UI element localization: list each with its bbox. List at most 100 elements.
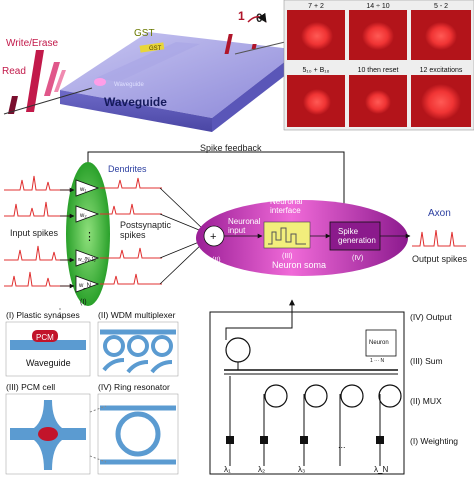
pcm-cell-spot [38,427,58,441]
row-label-output: (IV) Output [410,312,452,322]
gst-label: GST [134,28,155,39]
postsynaptic-spike-trains [100,177,205,285]
weight-label: w_{N-1} [78,257,96,263]
weight-1 [75,179,100,197]
neuron-schematic: Spike feedback Dendrites w₁ w₂ w_{N-1} w… [4,143,468,306]
output-arrow [247,12,267,23]
ring-resonator-label: (IV) Ring resonator [98,382,170,392]
weight-label: w₂ [79,213,87,219]
chip-front-face [60,90,212,132]
lambda-label: λ₂ [258,465,265,474]
row-label-weighting: (I) Weighting [410,436,458,446]
input-spikes-1 [4,175,72,191]
output-pulses [224,34,286,55]
lambda-label: λ₁ [224,465,231,474]
coupling-glow [94,78,106,86]
gst-patch [139,42,165,53]
pcm-cell-label: (III) PCM cell [6,382,55,392]
weight-label: w₁ [79,187,86,193]
read-label: Read [2,66,26,77]
weight-cell-2 [260,436,268,444]
weight-cell-3 [300,436,308,444]
waveguide-small-label: Waveguide [114,82,144,88]
input-spikes-4 [4,271,72,287]
circuit-diagram: (IV) Output Neuron 1 ··· N (III) Sum (II… [209,299,458,475]
mux-ring-3 [340,384,364,408]
chip-illustration: GST GST Waveguide Waveguide 1 0 Write/Er… [2,9,300,132]
weight-n-1 [75,249,100,267]
micrograph-grid: 7 + 2 14 ÷ 10 5 - 2 5₁₀ + B₁₆ 10 then re… [283,0,474,131]
neuron-box-label: Neuron [369,340,389,346]
micrograph-1: 7 + 2 [287,3,345,60]
spike-feedback-label: Spike feedback [200,143,262,153]
neuron-soma-label: Neuron soma [272,260,326,270]
input-spikes-label: Input spikes [10,228,59,238]
write-erase-pulses [3,50,93,115]
wdm-label: (II) WDM multiplexer [98,310,176,320]
weight-2 [75,205,100,223]
pcm-cell [32,330,58,342]
chip-top-face [60,32,300,118]
micrograph-2: 14 ÷ 10 [349,3,407,60]
output-one-label: 1 [238,9,245,23]
stage-label-i: (I) [80,299,87,306]
interface-waveform [268,227,306,245]
weight-cell-n [376,436,384,444]
device-panels: (I) Plastic synapses PCM Waveguide (II) … [5,308,179,475]
weight-cell-1 [226,436,234,444]
summing-plus: + [210,231,216,243]
weight-amplifiers: w₁ w₂ w_{N-1} w_N ⋮ (I) [75,179,100,306]
dendrite-ellipse [66,162,110,306]
neuron-box [365,329,397,357]
lambda-label: λ_N [374,465,388,474]
weight-label: w_N [78,283,91,289]
weights-ellipsis: ⋮ [84,231,95,243]
micrograph-label: 14 ÷ 10 [366,3,389,10]
output-spikes [412,229,466,247]
waveguide-label: Waveguide [104,95,167,109]
input-spikes-2 [4,201,72,217]
micrograph-label: 7 + 2 [308,3,324,10]
lambda-label: λ₃ [298,465,305,474]
micrograph-6: 12 excitations [411,67,471,127]
gst-chip-label: GST [149,46,162,52]
micrograph-label: 10 then reset [358,67,399,74]
micrograph-4: 5₁₀ + B₁₆ [287,67,345,127]
weight-n [75,275,100,293]
input-spikes-3 [4,245,72,261]
pcm-label: PCM [36,333,54,342]
stage-label-iv: (IV) [352,255,363,262]
output-spikes-label: Output spikes [412,254,468,264]
synapse-waveguide-label: Waveguide [26,358,71,368]
mux-ring-2 [304,384,328,408]
plastic-synapses-label: (I) Plastic synapses [6,310,80,320]
chip-side-face [212,50,300,132]
dendrites-label: Dendrites [108,164,147,174]
micrograph-label: 5 - 2 [434,3,448,10]
axon-label: Axon [428,208,451,219]
output-path [225,299,295,340]
micrograph-5: 10 then reset [349,67,407,127]
stage-label-iii: (III) [282,253,293,260]
input-spike-trains [4,175,75,289]
spike-generation-box [329,221,381,251]
micrograph-label: 5₁₀ + B₁₆ [303,67,330,74]
micrograph-label: 12 excitations [420,67,463,74]
mux-ring-1 [264,384,288,408]
micrograph-3: 5 - 2 [411,3,471,60]
row-label-mux: (II) MUX [410,396,442,406]
mux-ring-n [378,384,402,408]
stage-label-ii: (II) [212,257,221,264]
circuit-ellipsis: ... [338,440,346,450]
waveguide-strip [96,42,200,82]
row-label-sum: (III) Sum [410,356,443,366]
write-erase-label: Write/Erase [6,38,58,49]
neuron-box-sub: 1 ··· N [370,358,385,364]
feedback-arrow [85,151,345,226]
synapse-waveguide [10,340,86,350]
